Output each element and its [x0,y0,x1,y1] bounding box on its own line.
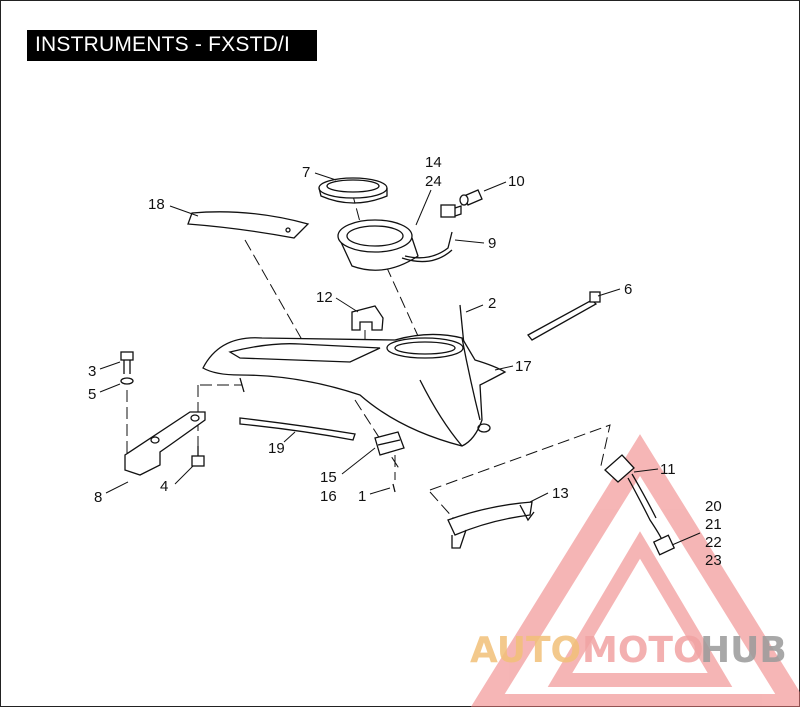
callout-21: 21 [705,516,722,533]
watermark-text: AUTO MOTO HUB [470,630,787,671]
callout-16: 16 [320,488,337,505]
trim-strip [187,211,310,239]
mounting-ring [447,501,535,549]
callout-15: 15 [320,469,337,486]
small-screw [392,483,396,493]
callout-6: 6 [624,281,632,298]
watermark-logo [470,434,800,707]
seal-strip [239,417,356,441]
watermark-moto: MOTO [582,630,704,671]
screw-pin [459,304,465,346]
callout-14: 14 [425,154,442,171]
indicator-lamp-housing [374,431,405,456]
callout-3: 3 [88,363,96,380]
callout-17: 17 [515,358,532,375]
bolt [120,351,134,374]
callout-8: 8 [94,489,102,506]
callout-4: 4 [160,478,168,495]
callout-18: 18 [148,196,165,213]
harness-clip [351,305,384,331]
callout-11: 11 [660,461,676,478]
callout-7: 7 [302,164,310,181]
wiring-harness [604,454,676,556]
callout-19: 19 [268,440,285,457]
console-housing [202,333,507,447]
speedometer [337,219,453,271]
plug-cap [459,189,483,206]
title-bar: INSTRUMENTS - FXSTD/I [27,30,317,61]
mounting-bracket [124,411,206,476]
screw [191,446,205,467]
callout-12: 12 [316,289,333,306]
washer [120,377,134,385]
callout-23: 23 [705,552,722,569]
callout-1: 1 [358,488,366,505]
callout-5: 5 [88,386,96,403]
page-title: INSTRUMENTS - FXSTD/I [35,33,291,56]
callout-2: 2 [488,295,496,312]
callout-20: 20 [705,498,722,515]
callout-9: 9 [488,235,496,252]
wiring-connector [440,204,462,218]
callout-13: 13 [552,485,569,502]
watermark-inner-triangle [547,531,733,687]
watermark-hub: HUB [700,630,787,671]
callout-24: 24 [425,173,442,190]
watermark-triangle [470,434,800,707]
callout-10: 10 [508,173,525,190]
bezel-ring [318,177,388,204]
callout-22: 22 [705,534,722,551]
callout-labels: 7 14 24 10 9 18 12 2 6 17 3 5 8 4 19 15 … [88,154,722,569]
leader-lines [99,172,701,546]
watermark-auto: AUTO [470,630,581,671]
cable-strap [527,291,601,341]
